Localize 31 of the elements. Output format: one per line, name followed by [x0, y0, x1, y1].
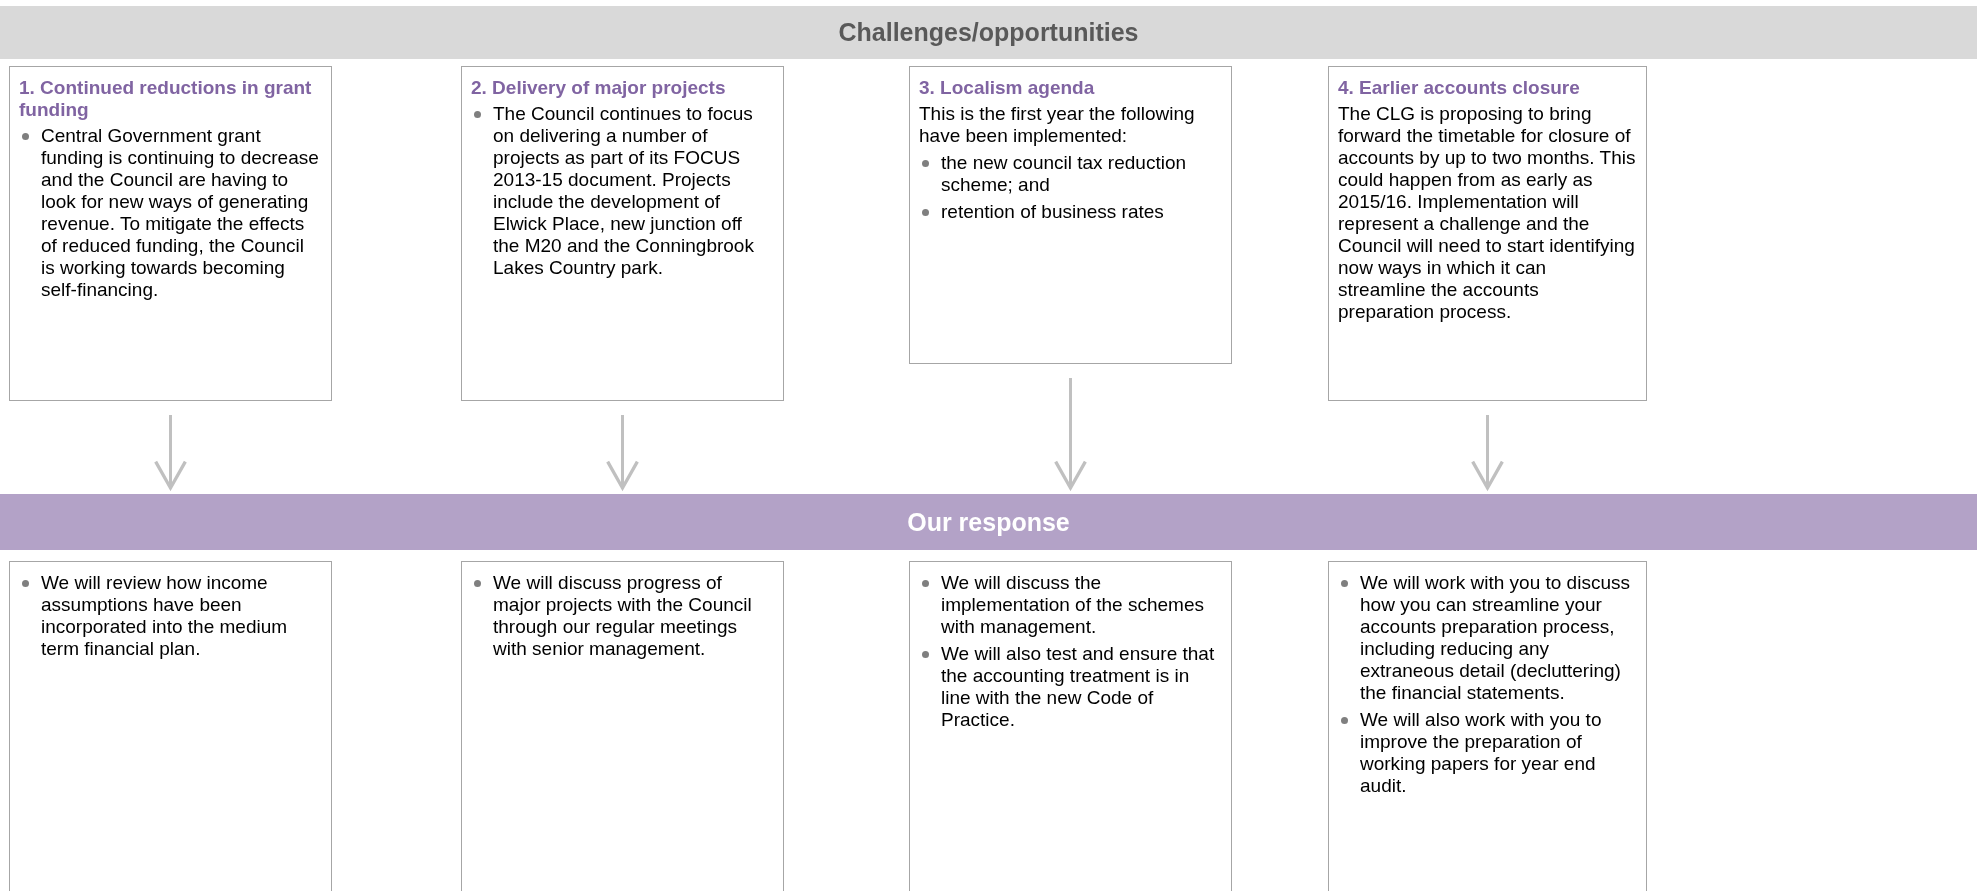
body-text: The CLG is proposing to bring forward the timetable for closure of accounts by up to two months. This could happen from as early as 2015/16. Implementation will represent a challenge and the Council will need to start identifying now ways in which it can streamline the accounts preparation process. [1338, 103, 1636, 323]
bullet-item: We will review how income assumptions have been incorporated into the medium term financial plan. [19, 572, 321, 660]
text-panel [909, 561, 1232, 891]
bullet-item: retention of business rates [919, 201, 1221, 223]
down-arrow [606, 415, 639, 490]
body-text: This is the first year the following have been implemented: [919, 103, 1196, 147]
text-panel [9, 561, 332, 891]
panel-heading: 4. Earlier accounts closure [1338, 77, 1581, 99]
bullet-item: We will discuss progress of major projects with the Council through our regular meetings with senior management. [471, 572, 773, 660]
text-panel [461, 66, 784, 401]
panel-heading: 2. Delivery of major projects [471, 77, 727, 99]
text-panel [909, 66, 1232, 364]
text-panel [1328, 561, 1647, 891]
bullet-item: We will work with you to discuss how you can streamline your accounts preparation process, including reducing any extraneous detail (decluttering) the financial statements. [1338, 572, 1636, 704]
bullet-item: The Council continues to focus on delivering a number of projects as part of its FOCUS 2013-15 document. Projects include the development of Elwick Place, new junction off the M20 and the Conningbrook Lakes Country park. [471, 103, 773, 279]
header-band [0, 494, 1977, 550]
down-arrow [1471, 415, 1504, 490]
panel-heading: 3. Localism agenda [919, 77, 1096, 99]
down-arrow [154, 415, 187, 490]
text-panel [461, 561, 784, 891]
bullet-item: We will discuss the implementation of the schemes with management. [919, 572, 1221, 638]
down-arrow [1054, 378, 1087, 490]
band-title: Challenges/opportunities [838, 18, 1139, 47]
text-panel [9, 66, 332, 401]
text-panel [1328, 66, 1647, 401]
bullet-item: We will also test and ensure that the accounting treatment is in line with the new Code of Practice. [919, 643, 1221, 731]
bullet-item: Central Government grant funding is continuing to decrease and the Council are having to look for new ways of generating revenue. To mitigate the effects of reduced funding, the Council is working towards becoming self-financing. [19, 125, 321, 301]
panel-heading: 1. Continued reductions in grant funding [19, 77, 313, 121]
bullet-item: We will also work with you to improve the preparation of working papers for year end audit. [1338, 709, 1636, 797]
header-band [0, 6, 1977, 59]
band-title: Our response [907, 507, 1070, 537]
